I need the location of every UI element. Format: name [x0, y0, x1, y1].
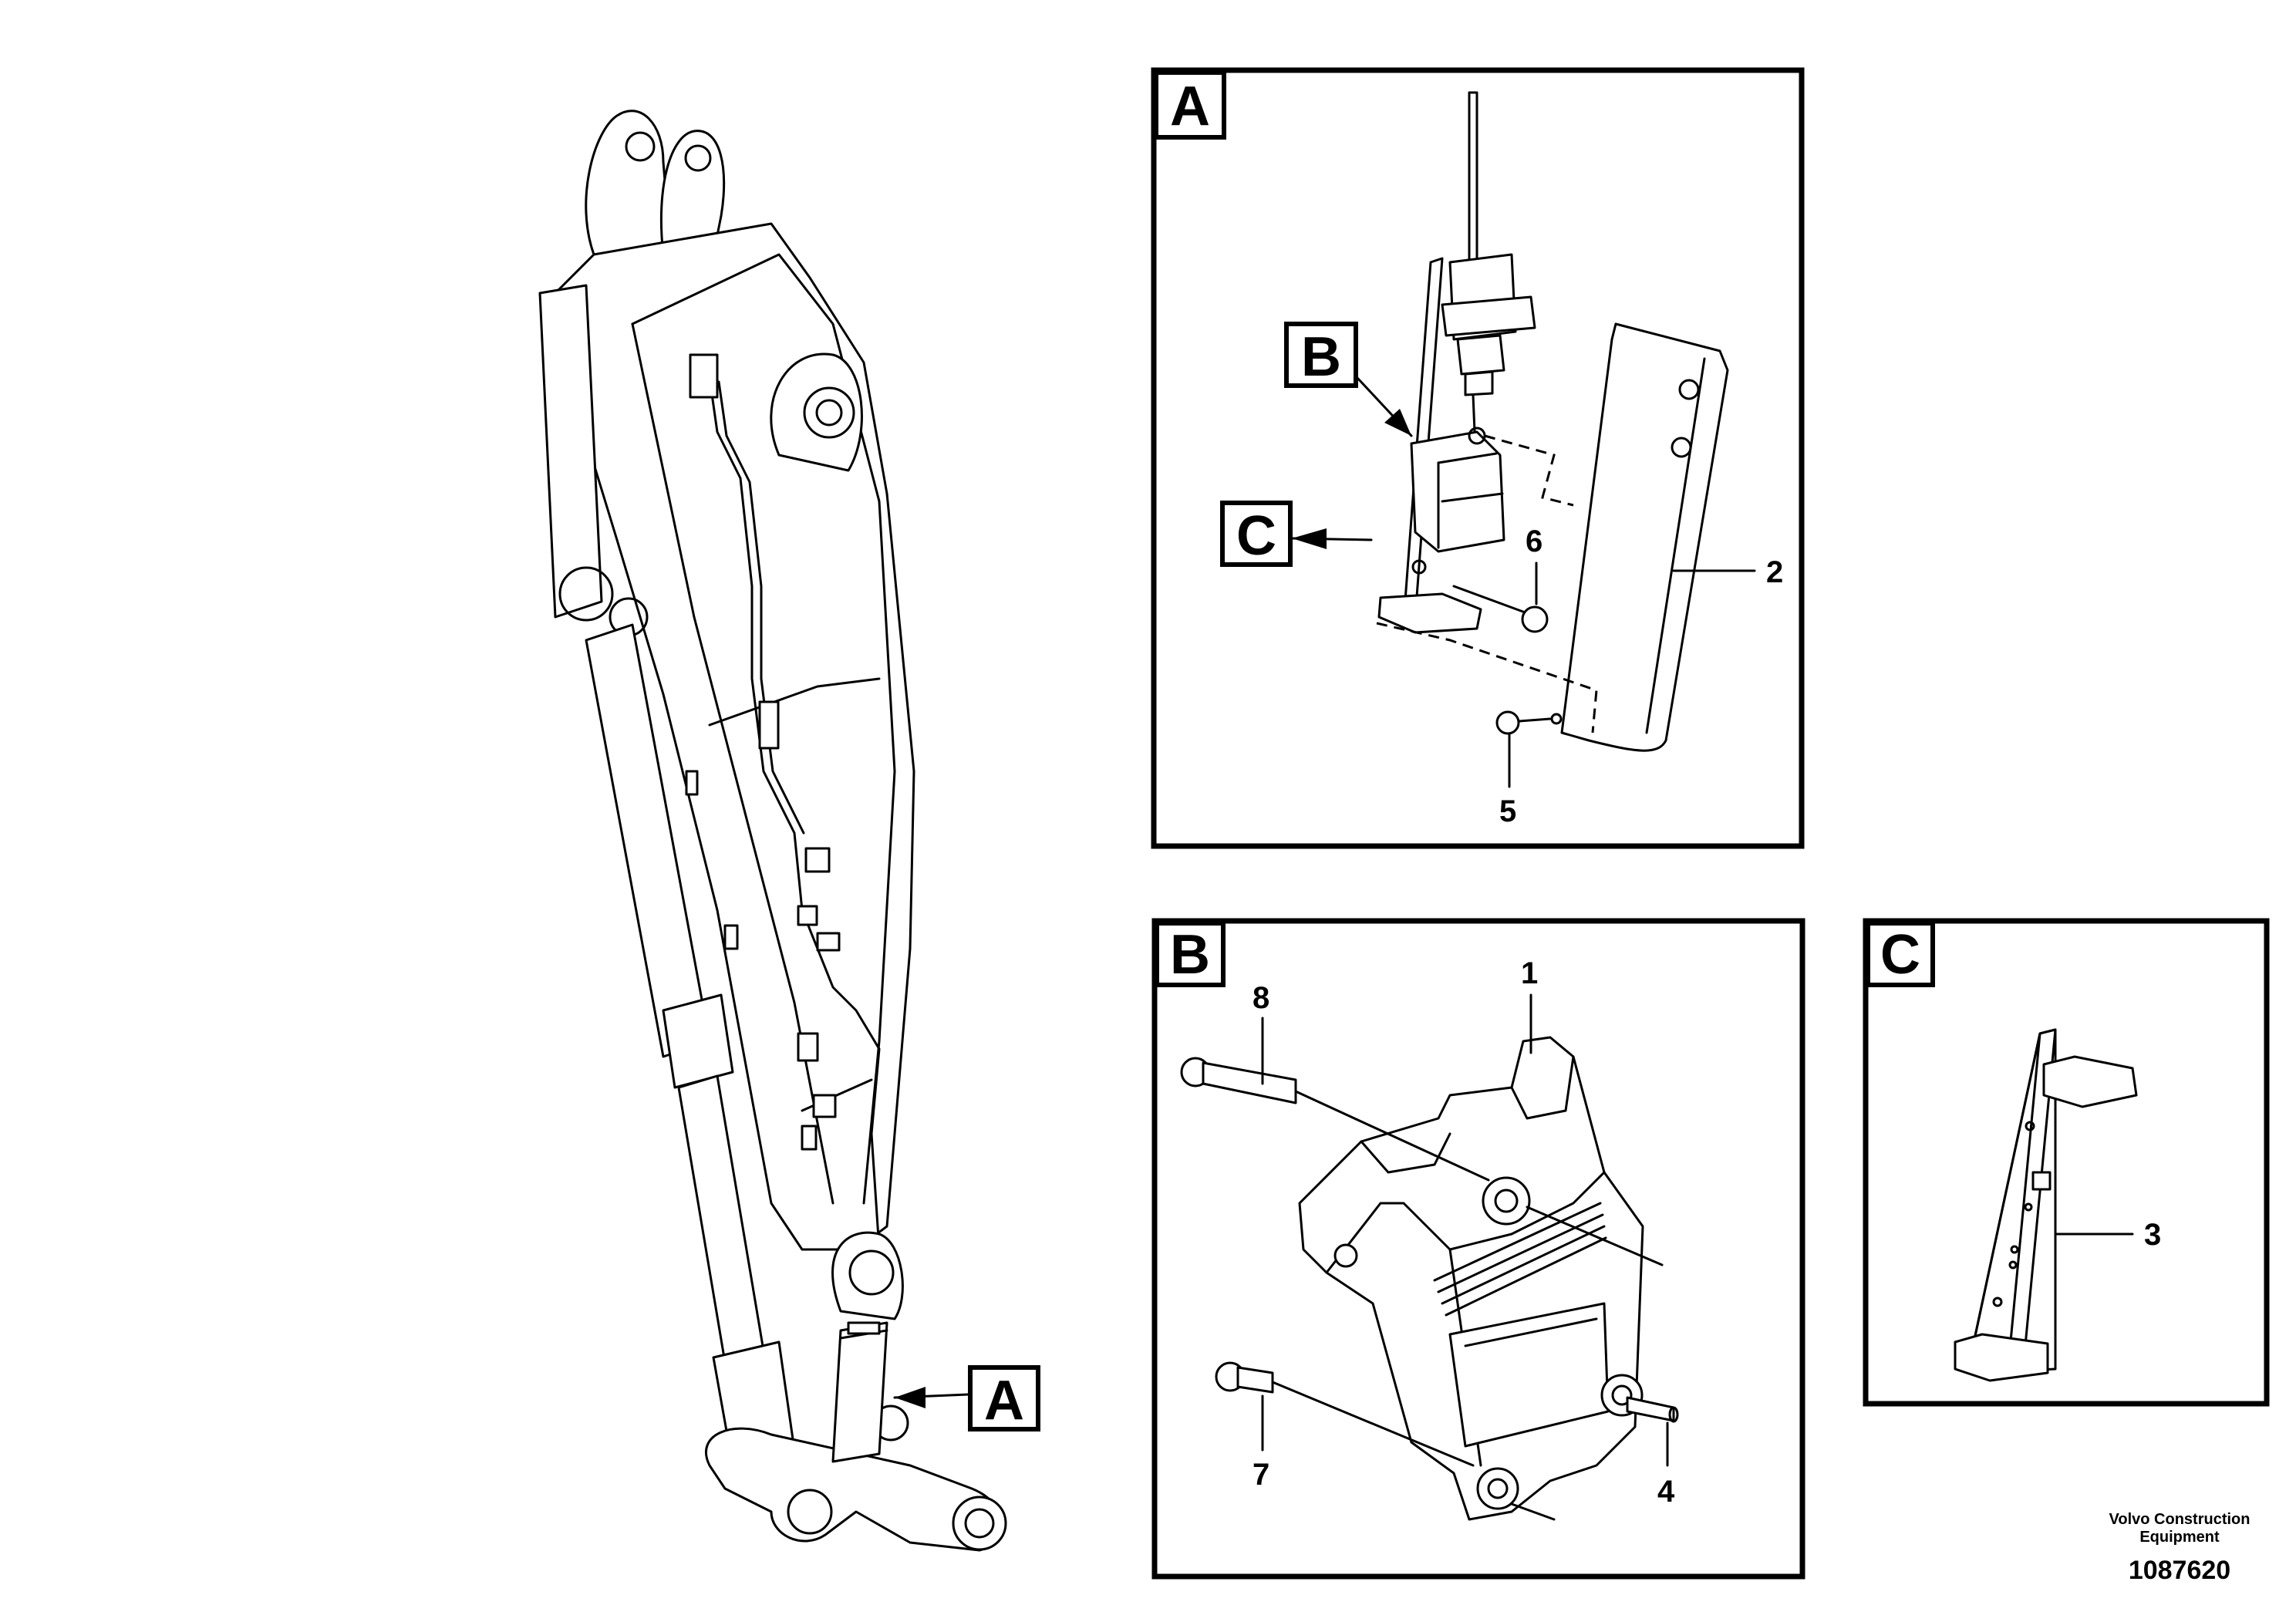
svg-text:7: 7	[1253, 1458, 1269, 1492]
detail-b-panel: B 1	[1151, 918, 1805, 1580]
callout-tag-b: B	[1284, 322, 1358, 388]
drawing-number: 1087620	[2129, 1556, 2230, 1585]
sensor-unit-on-boom	[831, 1321, 888, 1463]
svg-text:4: 4	[1657, 1475, 1675, 1509]
callout-tag-a-boom: A	[968, 1365, 1040, 1431]
svg-text:C: C	[1236, 505, 1276, 567]
callout-tag-c: C	[1220, 501, 1293, 567]
footer-credit: Volvo Construction Equipment 1087620	[2109, 1511, 2250, 1585]
svg-text:B: B	[1170, 924, 1210, 986]
boom-illustration: A	[538, 110, 1040, 1552]
svg-text:A: A	[984, 1370, 1024, 1431]
svg-text:2: 2	[1766, 555, 1783, 589]
svg-text:Equipment: Equipment	[2139, 1529, 2220, 1546]
detail-c-panel: C 3	[1863, 918, 2270, 1407]
svg-text:Volvo Construction: Volvo Construction	[2109, 1511, 2250, 1528]
svg-text:5: 5	[1499, 794, 1516, 828]
svg-text:1: 1	[1521, 956, 1538, 990]
svg-text:B: B	[1301, 326, 1341, 388]
svg-text:6: 6	[1526, 524, 1542, 558]
svg-text:C: C	[1880, 924, 1920, 986]
svg-text:3: 3	[2144, 1218, 2161, 1252]
svg-text:8: 8	[1253, 981, 1269, 1015]
svg-text:A: A	[1170, 76, 1210, 137]
detail-a-panel: A 2 6	[1151, 67, 1805, 849]
